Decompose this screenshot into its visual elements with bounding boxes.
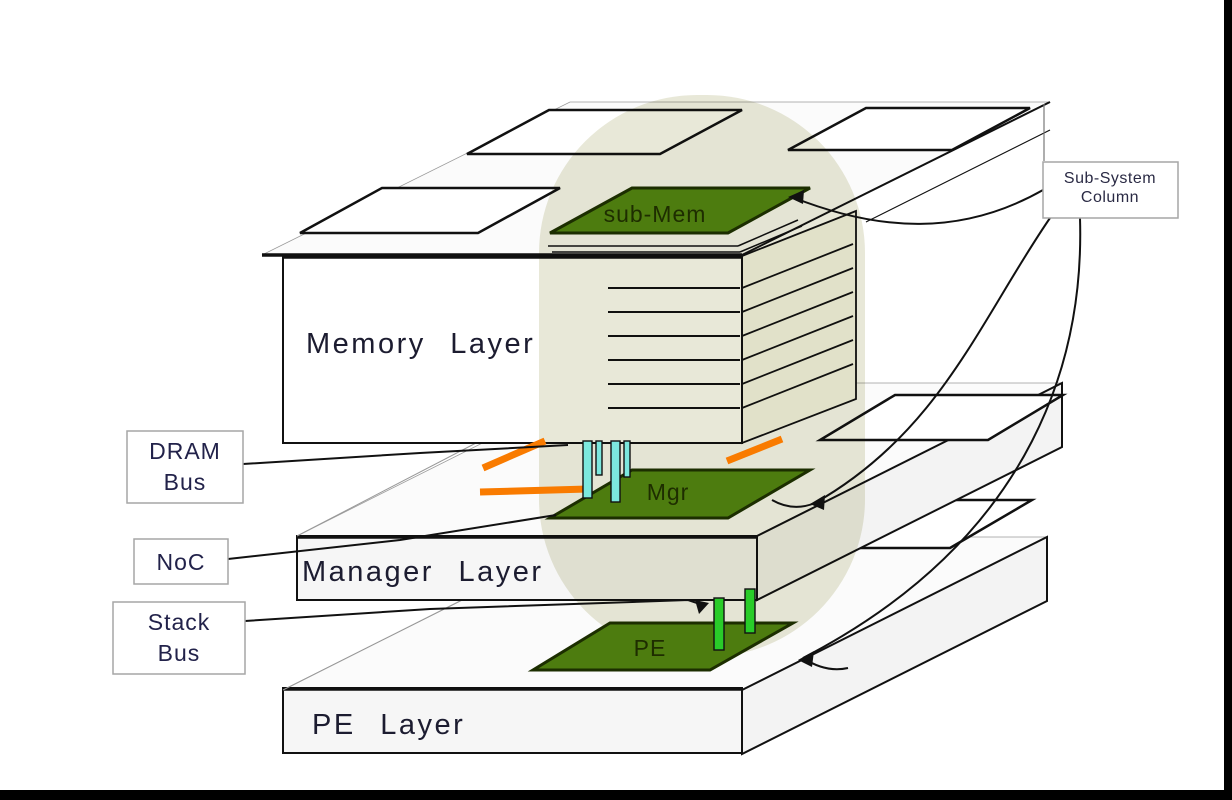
- dram-pillar-2: [595, 440, 603, 476]
- pe-tile: [527, 621, 799, 672]
- stack-bus-label-box: [112, 601, 246, 675]
- column-leader-to-submem: [791, 189, 1044, 225]
- mgr-tile-label: Mgr: [647, 479, 690, 505]
- sub-mem-tile: [549, 186, 811, 235]
- stack-pillar-2: [744, 588, 756, 634]
- stack-bus-label-line2: Bus: [158, 640, 201, 666]
- pe-tile-label: PE: [634, 635, 667, 661]
- noc-links: [479, 435, 784, 496]
- dram-bus-label-box: [126, 430, 244, 504]
- column-leader-to-pe: [802, 217, 1082, 659]
- stack-bus-pillars: [713, 588, 756, 651]
- dram-bus-label-line1: DRAM: [149, 438, 221, 464]
- leader-lines: [227, 189, 1082, 671]
- manager-slab-left-edge: [296, 442, 477, 537]
- pe-slab-left-edge: [282, 599, 463, 691]
- sub-system-column-highlight: [539, 95, 865, 657]
- callout-stack-bus: Stack Bus: [112, 601, 246, 675]
- dram-bus-leader-line: [242, 444, 569, 465]
- dram-pillar-3: [610, 440, 621, 503]
- sub-mem-tile-label: sub-Mem: [604, 201, 707, 227]
- stack-pillar-1: [713, 597, 725, 651]
- sub-system-column-label-box: [1042, 161, 1179, 219]
- noc-link-left-diagonal: [481, 437, 547, 472]
- stack-bus-label-line1: Stack: [148, 609, 211, 635]
- callout-sub-system-column: Sub-System Column: [1042, 161, 1179, 219]
- mgr-leader-tail: [771, 499, 816, 508]
- dram-pillar-1: [582, 440, 593, 499]
- callout-noc: NoC: [133, 538, 229, 585]
- mgr-arrowhead: [810, 495, 825, 510]
- noc-link-right-diagonal: [725, 435, 784, 465]
- dram-pillar-4: [623, 440, 631, 478]
- stack-bus-leader-line: [244, 598, 698, 622]
- bottom-frame-bar: [0, 790, 1232, 800]
- noc-label: NoC: [156, 549, 205, 575]
- sub-system-column-label-line2: Column: [1081, 189, 1139, 206]
- sub-system-column-label-line1: Sub-System: [1064, 170, 1156, 187]
- noc-label-box: [133, 538, 229, 585]
- dram-bus-pillars: [582, 440, 631, 503]
- pe-layer-caption: PE Layer: [312, 709, 465, 741]
- top-platform-right-inner-edge: [865, 129, 1051, 223]
- memory-layer-caption: Memory Layer: [306, 328, 535, 360]
- column-leader-to-mgr: [814, 217, 1051, 504]
- manager-layer-caption: Manager Layer: [302, 556, 544, 588]
- noc-link-horizontal: [479, 485, 589, 496]
- top-tile-upper-right: [787, 106, 1031, 152]
- right-frame-bar: [1224, 0, 1232, 800]
- noc-leader-line: [227, 514, 557, 560]
- pe-leader-tail: [802, 657, 849, 671]
- submem-arrowhead: [788, 190, 804, 204]
- pe-slab-front-face: [282, 687, 743, 754]
- callout-dram-bus: DRAM Bus: [126, 430, 244, 504]
- manager-right-white-tile: [815, 393, 1068, 442]
- dram-bus-label-line2: Bus: [164, 469, 207, 495]
- stack-bus-arrowhead: [695, 600, 709, 614]
